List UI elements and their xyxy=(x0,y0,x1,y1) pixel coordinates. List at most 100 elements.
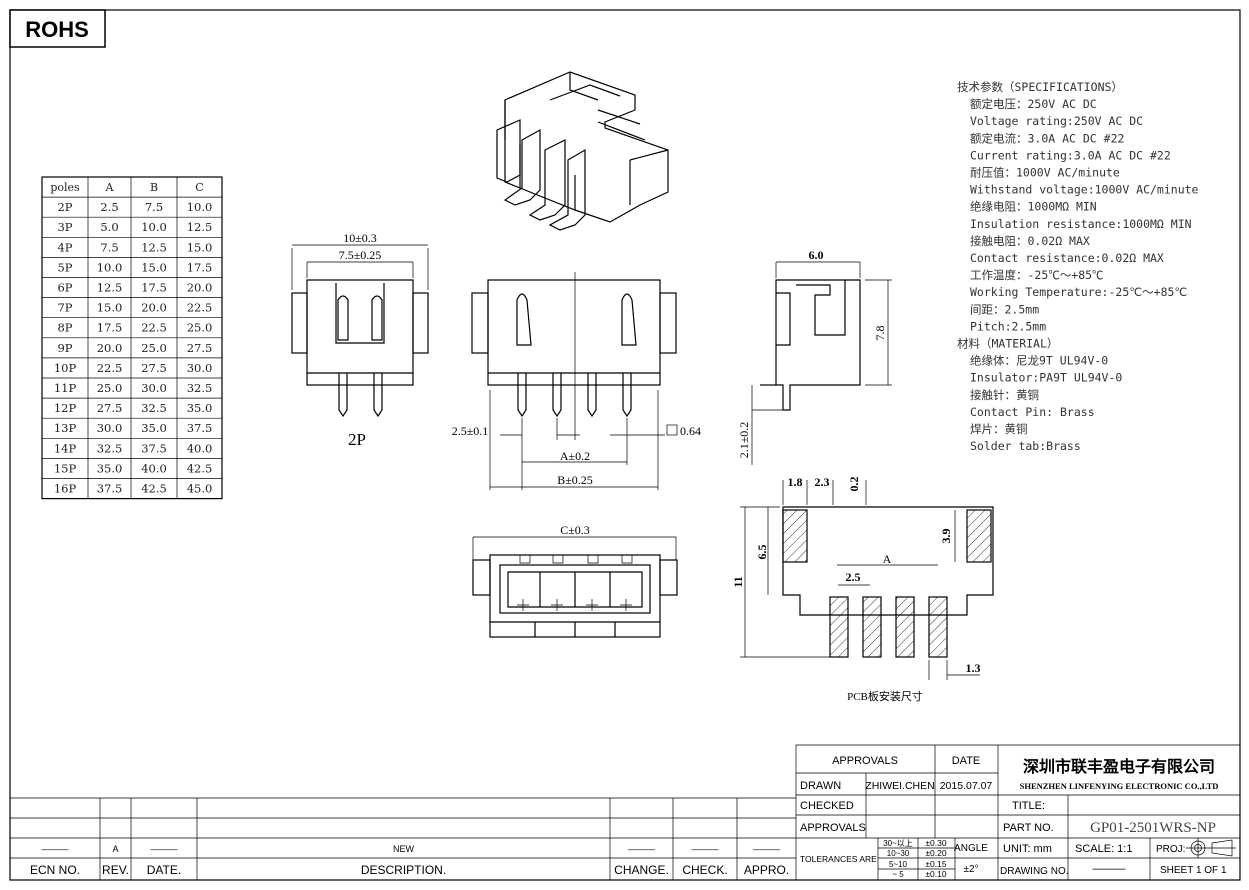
table-cell: 27.5 xyxy=(187,341,213,355)
table-cell: 16P xyxy=(54,482,77,496)
table-cell: 42.5 xyxy=(187,461,213,475)
table-cell: 45.0 xyxy=(187,482,213,496)
specifications: 技术参数（SPECIFICATIONS）额定电压：250V AC DCVolta… xyxy=(957,80,1199,453)
table-cell: 6P xyxy=(57,281,72,295)
title-label: TITLE: xyxy=(1012,800,1045,812)
sheet-label: SHEET 1 OF 1 xyxy=(1160,865,1227,876)
table-cell: 7P xyxy=(57,301,72,315)
table-header: B xyxy=(150,181,158,194)
date-header: DATE xyxy=(952,755,981,767)
table-cell: 9P xyxy=(57,341,72,355)
table-cell: 4P xyxy=(57,240,72,254)
table-cell: 17.5 xyxy=(141,281,167,295)
table-cell: 20.0 xyxy=(97,341,123,355)
table-cell: 17.5 xyxy=(187,260,213,274)
revision-cell: NEW xyxy=(393,844,415,854)
dim-a: A±0.2 xyxy=(560,449,590,463)
pcb-caption: PCB板安装尺寸 xyxy=(847,689,923,703)
table-cell: 30.0 xyxy=(97,421,123,435)
part-no-label: PART NO. xyxy=(1003,822,1054,834)
front2-label: 2P xyxy=(348,430,366,449)
table-cell: 15P xyxy=(54,461,77,475)
revision-cell: A xyxy=(112,844,118,854)
spec-line: 绝缘体：尼龙9T UL94V-0 xyxy=(970,354,1108,368)
table-cell: 30.0 xyxy=(187,361,213,375)
table-cell: 12.5 xyxy=(187,220,213,234)
table-cell: 35.0 xyxy=(141,421,167,435)
dim-pitch: 2.5±0.1 xyxy=(452,424,489,438)
dim-side-pin: 2.1±0.2 xyxy=(737,422,751,459)
angle-label: ANGLE xyxy=(954,843,988,854)
spec-line: 技术参数（SPECIFICATIONS） xyxy=(957,80,1123,94)
spec-line: Contact resistance:0.02Ω MAX xyxy=(970,251,1164,265)
spec-line: 接触针：黄铜 xyxy=(970,388,1039,402)
table-cell: 32.5 xyxy=(97,441,123,455)
table-cell: 32.5 xyxy=(141,401,167,415)
table-cell: 25.0 xyxy=(97,381,123,395)
table-row: 7P 15.0 20.0 22.5 xyxy=(57,301,212,315)
drawn-label: DRAWN xyxy=(800,780,841,792)
table-header: poles xyxy=(50,181,80,194)
table-cell: 3P xyxy=(57,220,72,234)
tolerances-label: TOLERANCES ARE xyxy=(800,854,877,864)
table-cell: 22.5 xyxy=(141,321,167,335)
dim-c: C±0.3 xyxy=(560,523,590,537)
table-cell: 25.0 xyxy=(141,341,167,355)
unit-label: UNIT: mm xyxy=(1003,843,1052,855)
spec-line: Pitch:2.5mm xyxy=(970,319,1046,333)
dim-pcb-1.8: 1.8 xyxy=(788,475,803,489)
bottom-view: C±0.3 xyxy=(472,523,678,638)
table-cell: 22.5 xyxy=(187,301,213,315)
dim-pcb-6.5: 6.5 xyxy=(755,545,769,560)
spec-line: 绝缘电阻：1000MΩ MIN xyxy=(970,200,1097,214)
spec-line: Current rating:3.0A AC DC #22 xyxy=(970,148,1171,162)
side-view: 6.0 7.8 2.1±0.2 xyxy=(737,248,892,465)
spec-line: 焊片：黄铜 xyxy=(970,422,1028,436)
spec-line: 耐压值：1000V AC/minute xyxy=(970,166,1120,180)
spec-line: Voltage rating:250V AC DC xyxy=(970,114,1143,128)
table-cell: 35.0 xyxy=(187,401,213,415)
spec-line: Insulator:PA9T UL94V-0 xyxy=(970,371,1122,385)
tolerance-range: 30~以上 xyxy=(883,839,913,848)
table-cell: 20.0 xyxy=(141,301,167,315)
front-view-2p: 10±0.3 7.5±0.25 2P xyxy=(291,231,429,449)
table-cell: 40.0 xyxy=(141,461,167,475)
dim-pcb-11: 11 xyxy=(731,576,745,587)
dim-b: B±0.25 xyxy=(557,473,593,487)
table-cell: 12.5 xyxy=(141,240,167,254)
part-no: GP01-2501WRS-NP xyxy=(1090,820,1216,836)
table-row: 9P 20.0 25.0 27.5 xyxy=(57,341,212,355)
table-cell: 2P xyxy=(57,200,72,214)
approvals-header: APPROVALS xyxy=(832,755,898,767)
table-cell: 2.5 xyxy=(100,200,118,214)
tolerance-range: ~ 5 xyxy=(892,870,904,879)
table-cell: 15.0 xyxy=(97,301,123,315)
drawn-by: ZHIWEI.CHEN xyxy=(865,780,934,792)
revision-header: APPRO. xyxy=(744,863,789,877)
checked-label: CHECKED xyxy=(800,800,854,812)
table-cell: 27.5 xyxy=(141,361,167,375)
dim-front2-inner: 7.5±0.25 xyxy=(339,248,382,262)
spec-line: 接触电阻：0.02Ω MAX xyxy=(970,234,1090,248)
table-cell: 14P xyxy=(54,441,77,455)
spec-line: 材料（MATERIAL） xyxy=(957,337,1058,351)
pcb-footprint: 1.8 2.3 0.2 3.9 6.5 11 A 2.5 1.3 PCB板安装尺… xyxy=(731,475,994,703)
table-cell: 35.0 xyxy=(97,461,123,475)
spec-line: Working Temperature:-25℃～+85℃ xyxy=(970,285,1187,299)
dim-front2-width: 10±0.3 xyxy=(343,231,377,245)
table-cell: 7.5 xyxy=(100,240,118,254)
tolerance-value: ±0.15 xyxy=(925,859,946,869)
table-cell: 10.0 xyxy=(97,260,123,274)
projection-symbol-icon xyxy=(1186,838,1236,858)
revision-cell: ——— xyxy=(42,844,69,854)
table-row: 15P 35.0 40.0 42.5 xyxy=(54,461,212,475)
drawing-no-label: DRAWING NO. xyxy=(1000,866,1069,877)
approvals-label: APPROVALS xyxy=(800,822,866,834)
